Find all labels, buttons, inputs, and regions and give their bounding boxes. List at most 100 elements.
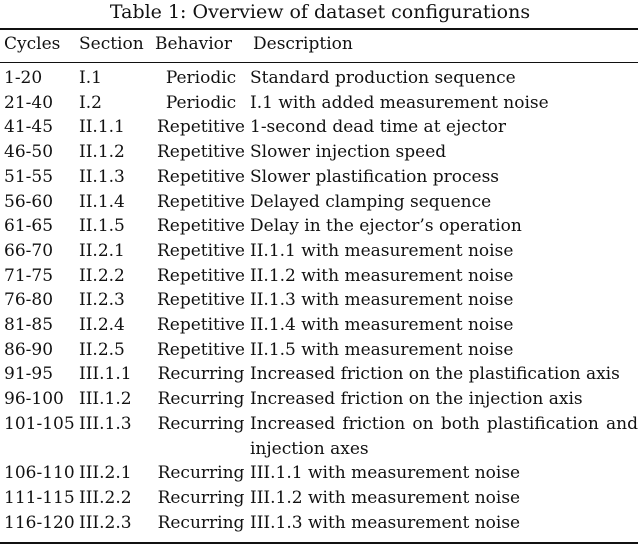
description-cell: Slower plastification process [250, 166, 500, 187]
section-cell: II.2.4 [79, 315, 125, 336]
table-header: Cycles Section Behavior Description [0, 32, 640, 57]
description-cell: Increased friction on the plastification… [250, 364, 620, 385]
header-row: Cycles Section Behavior Description [0, 32, 640, 57]
cycles-cell: 86-90 [4, 339, 54, 360]
cycles-cell: 46-50 [4, 142, 54, 163]
table-row: 1-20 I.1 Periodic Standard production seque… [0, 66, 638, 91]
cycles-cell: 106-110 [4, 463, 75, 484]
cycles-cell: 116-120 [4, 512, 75, 533]
header-cycles: Cycles [4, 34, 61, 54]
behavior-cell: Repetitive [156, 339, 245, 360]
cycles-cell: 51-55 [4, 166, 54, 187]
description-cell: Slower injection speed [250, 142, 447, 163]
behavior-cell: Recurring [157, 512, 245, 533]
section-cell: II.1.2 [79, 142, 125, 163]
description-cell: Delayed clamping sequence [250, 191, 492, 212]
description-cell: II.1.5 with measurement noise [250, 339, 514, 360]
section-cell: II.1.5 [79, 216, 125, 237]
cycles-cell: 66-70 [4, 240, 54, 261]
cycles-cell: 61-65 [4, 216, 54, 237]
description-cell: II.1.3 with measurement noise [250, 290, 514, 311]
bottom-rule [0, 542, 638, 544]
description-cell: 1-second dead time at ejector [250, 117, 507, 138]
top-rule [0, 28, 638, 30]
section-cell: II.1.3 [79, 166, 125, 187]
behavior-cell: Repetitive [156, 265, 245, 286]
section-cell: II.2.5 [79, 339, 125, 360]
description-cell: II.1.1 with measurement noise [250, 240, 514, 261]
behavior-cell: Repetitive [156, 117, 245, 138]
behavior-cell: Repetitive [156, 142, 245, 163]
cycles-cell: 101-105 [4, 413, 75, 434]
description-cell: I.1 with added measurement noise [250, 92, 549, 113]
behavior-cell: Repetitive [156, 216, 245, 237]
cycles-cell: 71-75 [4, 265, 54, 286]
cycles-cell: 111-115 [4, 487, 75, 508]
section-cell: II.1.1 [79, 117, 125, 138]
section-cell: II.1.4 [79, 191, 125, 212]
section-cell: II.2.1 [79, 240, 125, 261]
table-caption: Table 1: Overview of dataset configurati… [109, 1, 531, 23]
header-behavior: Behavior [155, 34, 233, 54]
header-section: Section [79, 34, 144, 54]
cycles-cell: 81-85 [4, 315, 54, 336]
header-description: Description [253, 34, 353, 54]
cycles-cell: 96-100 [4, 389, 64, 410]
behavior-cell: Recurring [157, 413, 245, 434]
description-cell: Increased friction on the injection axis [250, 389, 583, 410]
cycles-cell: 56-60 [4, 191, 54, 212]
section-cell: I.2 [79, 92, 102, 113]
behavior-cell: Recurring [157, 389, 245, 410]
behavior-cell: Repetitive [156, 166, 245, 187]
section-cell: III.2.2 [79, 487, 132, 508]
section-cell: II.2.2 [79, 265, 125, 286]
table-row: 21-40 I.2 Periodic I.1 with added measureme… [0, 91, 638, 116]
section-cell: I.1 [79, 68, 102, 88]
description-cell: Increased friction on both plastificatio… [250, 413, 638, 459]
behavior-cell: Recurring [157, 463, 245, 484]
behavior-cell: Repetitive [156, 290, 245, 311]
description-cell: II.1.2 with measurement noise [250, 265, 514, 286]
description-cell: III.1.2 with measurement noise [250, 487, 521, 508]
cycles-cell: 1-20 [4, 68, 43, 88]
description-cell: III.1.1 with measurement noise [250, 463, 521, 484]
description-cell: Standard production sequence [250, 68, 516, 88]
cycles-cell: 21-40 [4, 92, 54, 113]
behavior-cell: Periodic [165, 92, 237, 113]
description-cell: II.1.4 with measurement noise [250, 315, 514, 336]
section-cell: III.2.3 [79, 512, 132, 533]
behavior-cell: Repetitive [156, 191, 245, 212]
behavior-cell: Repetitive [156, 240, 245, 261]
section-cell: III.1.2 [79, 389, 132, 410]
behavior-cell: Periodic [165, 68, 237, 88]
cycles-cell: 41-45 [4, 117, 54, 138]
section-cell: II.2.3 [79, 290, 125, 311]
section-cell: III.1.3 [79, 413, 132, 434]
cycles-cell: 91-95 [4, 364, 54, 385]
section-cell: III.2.1 [79, 463, 132, 484]
behavior-cell: Recurring [157, 364, 245, 385]
header-rule [0, 62, 638, 63]
section-cell: III.1.1 [79, 364, 132, 385]
description-cell: Delay in the ejector’s operation [250, 216, 522, 237]
description-cell: III.1.3 with measurement noise [250, 512, 521, 533]
